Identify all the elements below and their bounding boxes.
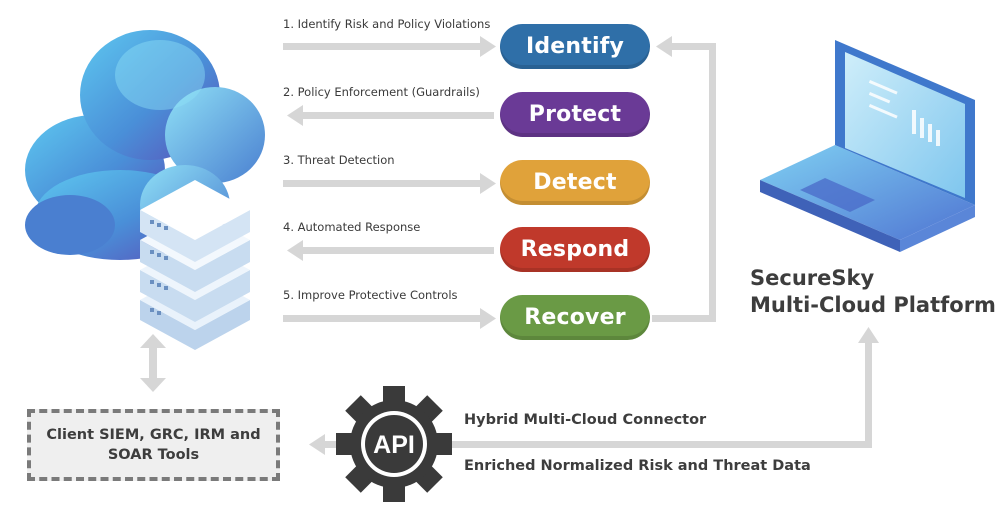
- stage-detect: Detect: [500, 160, 650, 205]
- platform-title-line2: Multi-Cloud Platform: [750, 293, 996, 317]
- api-badge: API: [373, 431, 415, 459]
- platform-title: SecureSky Multi-Cloud Platform: [750, 265, 996, 319]
- step-label-4: 4. Automated Response: [283, 220, 421, 234]
- connector-arrow: [452, 327, 879, 448]
- connector-label: Hybrid Multi-Cloud Connector: [464, 412, 707, 428]
- stage-respond: Respond: [500, 227, 650, 272]
- stage-identify: Identify: [500, 24, 650, 69]
- step-arrows: [283, 36, 496, 329]
- feedback-loop-arrow: [652, 36, 716, 322]
- client-tools-label: Client SIEM, GRC, IRM and SOAR Tools: [46, 427, 261, 463]
- step-label-1: 1. Identify Risk and Policy Violations: [283, 17, 491, 31]
- cloud-illustration: [25, 30, 265, 260]
- laptop-illustration: [760, 40, 975, 252]
- api-to-client-arrow: [309, 434, 342, 455]
- gear-icon: [336, 386, 452, 502]
- data-label: Enriched Normalized Risk and Threat Data: [464, 458, 811, 474]
- step-label-2: 2. Policy Enforcement (Guardrails): [283, 85, 480, 99]
- server-stack-illustration: [140, 180, 250, 350]
- vertical-double-arrow: [140, 334, 166, 392]
- step-label-5: 5. Improve Protective Controls: [283, 288, 458, 302]
- client-tools-box: Client SIEM, GRC, IRM and SOAR Tools: [27, 409, 280, 481]
- stage-recover: Recover: [500, 295, 650, 340]
- platform-title-line1: SecureSky: [750, 266, 875, 290]
- step-label-3: 3. Threat Detection: [283, 153, 395, 167]
- stage-protect: Protect: [500, 92, 650, 137]
